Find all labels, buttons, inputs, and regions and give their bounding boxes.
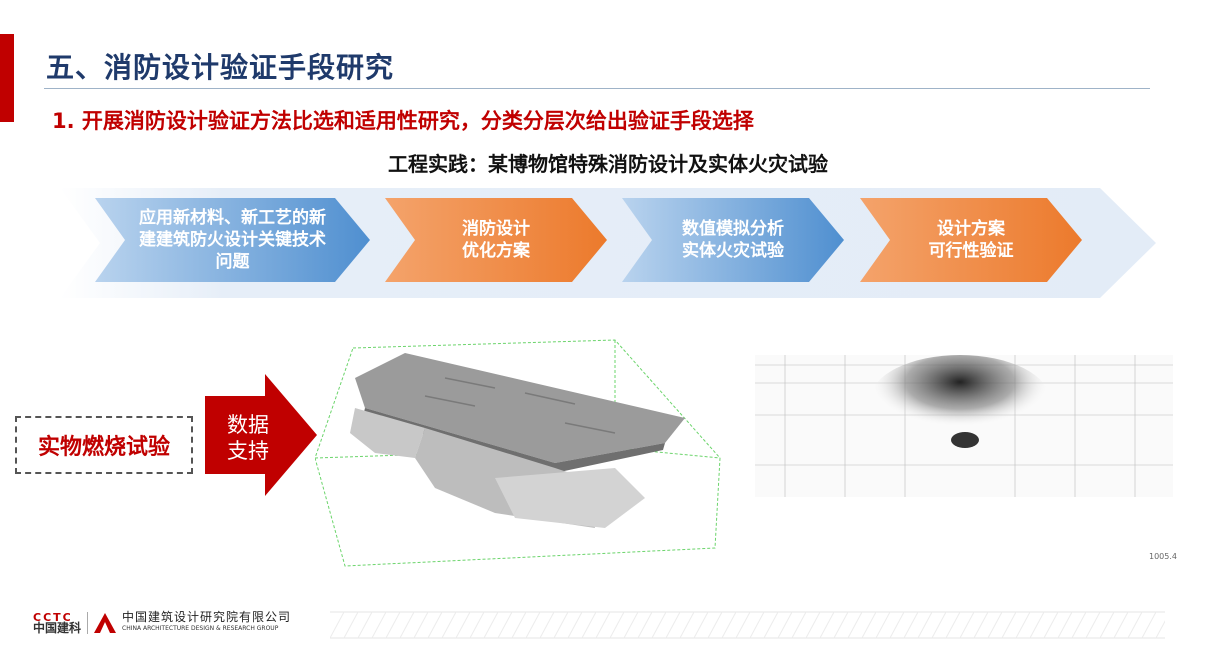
process-step-3: 数值模拟分析实体火灾试验	[622, 198, 844, 282]
title-accent-bar	[0, 34, 14, 122]
process-step-4: 设计方案可行性验证	[860, 198, 1082, 282]
process-step-1: 应用新材料、新工艺的新建建筑防火设计关键技术问题	[95, 198, 370, 282]
data-support-label: 数据支持	[227, 413, 269, 463]
building-3d-model-image	[315, 339, 721, 567]
experiment-label: 实物燃烧试验	[37, 435, 170, 460]
simulation-value-label: 1005.4	[1149, 552, 1177, 561]
step-4-label: 设计方案可行性验证	[928, 219, 1014, 261]
title-divider	[44, 88, 1150, 89]
process-step-2: 消防设计优化方案	[385, 198, 607, 282]
subtitle: 1. 开展消防设计验证方法比选和适用性研究，分类分层次给出验证手段选择	[52, 109, 754, 133]
company-name-en: CHINA ARCHITECTURE DESIGN & RESEARCH GRO…	[122, 625, 279, 632]
data-support-arrow	[205, 374, 317, 496]
fire-smoke-simulation-image	[755, 355, 1173, 497]
logo-cctc: CCTC	[33, 611, 73, 624]
step-1-label: 应用新材料、新工艺的新建建筑防火设计关键技术问题	[139, 208, 326, 272]
cadg-logo-icon	[94, 613, 117, 633]
footer-logo: CCTC 中国建科 中国建筑设计研究院有限公司 CHINA ARCHITECTU…	[33, 610, 292, 635]
page-title: 五、消防设计验证手段研究	[46, 51, 395, 84]
experiment-label-box: 实物燃烧试验	[15, 416, 193, 474]
step-2-label: 消防设计优化方案	[462, 219, 530, 261]
company-name-cn: 中国建筑设计研究院有限公司	[122, 610, 292, 624]
step-3-label: 数值模拟分析实体火灾试验	[682, 219, 784, 261]
logo-cn: 中国建科	[33, 621, 82, 635]
section-heading: 工程实践：某博物馆特殊消防设计及实体火灾试验	[388, 152, 828, 176]
footer-decoration	[330, 611, 1165, 639]
